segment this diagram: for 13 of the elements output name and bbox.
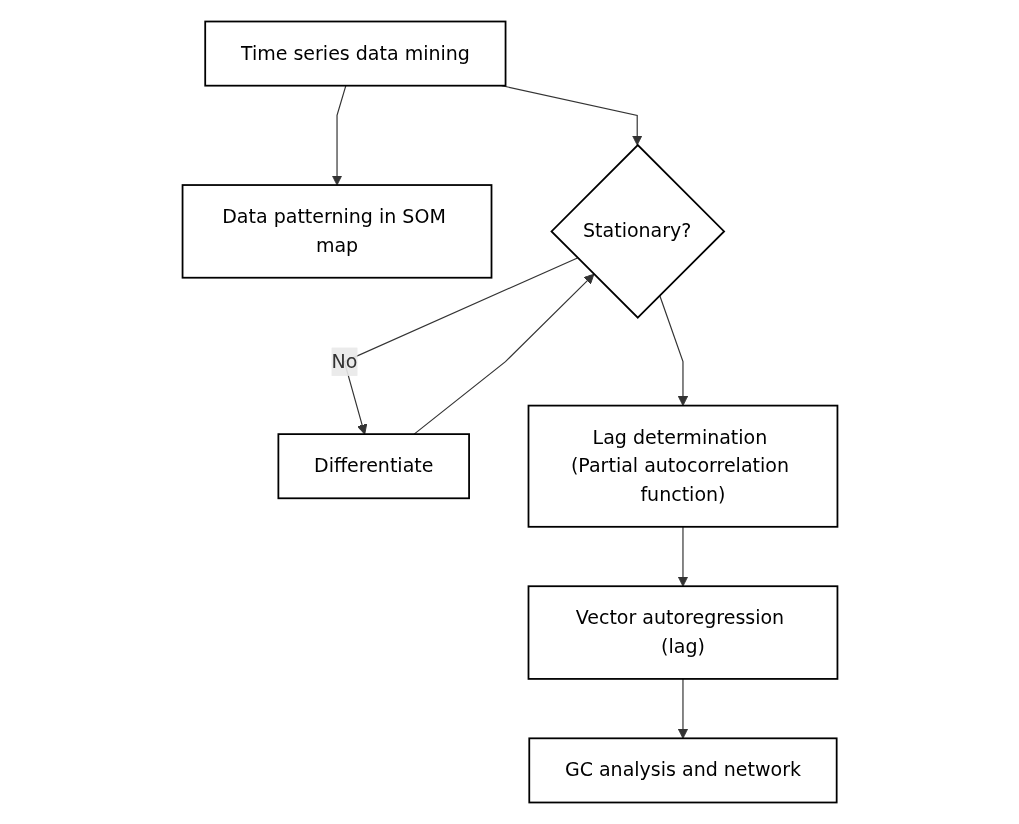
arrow <box>677 678 688 739</box>
arrow <box>677 526 688 587</box>
arrow <box>331 85 346 186</box>
node-box: GC analysis and network <box>527 737 838 804</box>
edge-label: No <box>330 349 357 373</box>
node-box: Data patterning in SOM map <box>181 184 492 279</box>
node-box: Lag determination (Partial autocorrelation function) <box>527 404 838 528</box>
arrow <box>658 294 688 407</box>
arrow <box>413 273 594 435</box>
node-box: Time series data mining <box>203 20 506 87</box>
node-box: Vector autoregression (lag) <box>527 585 838 680</box>
node-box: Differentiate <box>277 433 470 500</box>
node-diamond: Stationary? <box>549 143 725 319</box>
